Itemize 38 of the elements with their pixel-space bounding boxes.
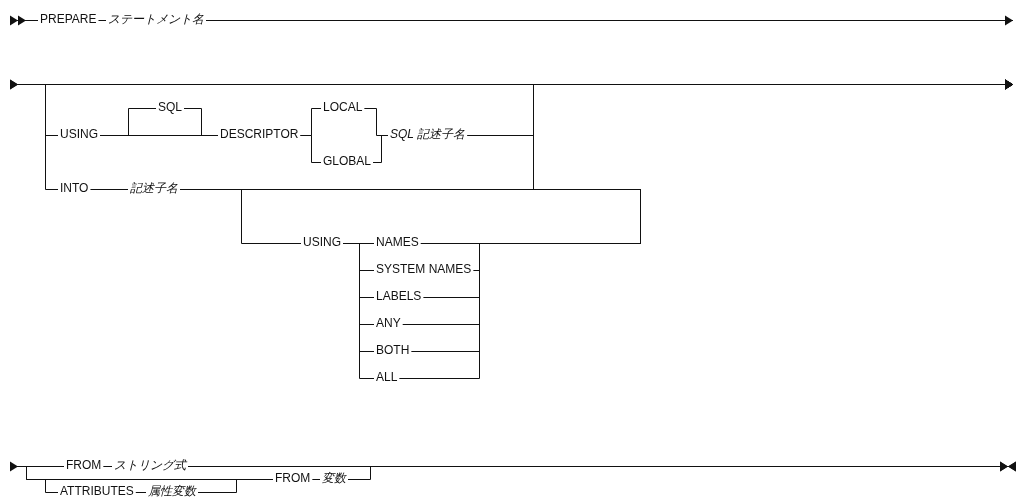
connector-line (205, 15, 1014, 26)
syntax-keyword: GLOBAL (323, 154, 372, 169)
variable-name: 記述子名 (130, 181, 178, 196)
syntax-keyword: ATTRIBUTES (60, 484, 134, 498)
variable-name: ステートメント名 (108, 12, 204, 27)
connector-line (372, 135, 389, 163)
syntax-keyword: FROM (275, 471, 311, 486)
syntax-keyword: BOTH (376, 343, 410, 358)
connector-line (9, 15, 39, 26)
syntax-keyword: ANY (376, 316, 401, 331)
syntax-keyword: PREPARE (40, 12, 97, 27)
connector-line (342, 243, 375, 379)
connector-line (347, 461, 1017, 480)
syntax-keyword: LABELS (376, 289, 422, 304)
syntax-keyword: INTO (60, 181, 89, 196)
connector-line (311, 479, 321, 480)
syntax-keyword: USING (60, 127, 98, 142)
connector-line (102, 466, 113, 467)
syntax-keyword: USING (303, 235, 341, 250)
syntax-keyword: NAMES (376, 235, 419, 250)
connector-line (26, 466, 59, 493)
connector-line (135, 492, 147, 493)
connector-line (97, 20, 107, 21)
syntax-keyword: ALL (376, 370, 398, 385)
connector-line (99, 135, 219, 136)
connector-line (299, 135, 322, 163)
variable-name: 属性変数 (148, 484, 196, 498)
connector-line (9, 79, 59, 190)
syntax-keyword: LOCAL (323, 100, 363, 115)
connector-line (89, 189, 129, 190)
syntax-keyword: SQL (158, 100, 182, 115)
variable-name: 変数 (322, 471, 346, 486)
syntax-keyword: SYSTEM NAMES (376, 262, 472, 277)
syntax-keyword: FROM (66, 458, 102, 473)
connector-line (9, 461, 65, 472)
variable-name: SQL 記述子名 (390, 127, 466, 142)
variable-name: ストリング式 (114, 458, 186, 473)
syntax-keyword: DESCRIPTOR (220, 127, 299, 142)
